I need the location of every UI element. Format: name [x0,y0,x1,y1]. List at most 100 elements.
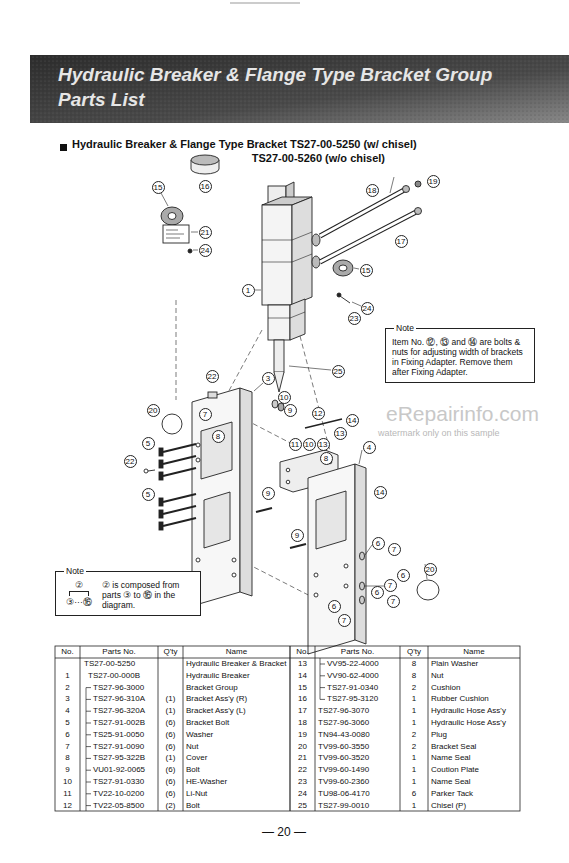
table-cell: 8 [65,754,69,762]
part-number: TS27-95-3120 [327,695,378,703]
part-name: Parker Tack [431,790,473,798]
table-cell: 2 [412,743,416,751]
part-number: TV22-10-0200 [93,790,144,798]
note-box: ②③···⑯② is composed from parts ③ to ⑯ in… [55,571,201,616]
table-cell: 19 [298,731,307,739]
callout-number: 10 [303,438,316,451]
table-cell: (6) [166,790,176,798]
table-cell: 1 [412,802,416,810]
table-cell: 17 [298,707,307,715]
callout-number: 18 [366,184,379,197]
callout-number: 9 [262,487,275,500]
note-text: ③···⑯ [66,597,92,607]
table-header: Q'ty [407,648,421,656]
part-name: Li-Nut [186,790,207,798]
table-cell: 8 [412,672,416,680]
callout-number: 15 [152,181,165,194]
table-cell: 20 [298,743,307,751]
callout-number: 7 [199,408,212,421]
callout-number: 5 [142,437,155,450]
part-number: VV95-22-4000 [327,660,379,668]
callout-number: 19 [427,175,440,188]
part-number: TV22-05-8500 [93,802,144,810]
callout-number: 24 [361,302,374,315]
table-cell: (1) [166,695,176,703]
part-number: TV99-60-1490 [318,766,369,774]
callout-number: 15 [360,264,373,277]
callout-number: 10 [278,391,291,404]
callout-number: 23 [348,312,361,325]
part-name: Cover [186,754,207,762]
table-cell: (6) [166,743,176,751]
part-number: TS25-91-0050 [93,731,144,739]
part-number: TS27-96-3060 [318,719,369,727]
callout-number: 6 [397,569,410,582]
part-name: Bracket Group [186,684,238,692]
parts-table-grid [55,646,520,811]
table-cell: (6) [166,778,176,786]
callout-number: 3 [262,372,275,385]
callout-number: 7 [384,579,397,592]
callout-number: 25 [332,365,345,378]
heading: TS27-00-5260 (w/o chisel) [252,153,385,164]
page-title: Hydraulic Breaker & Flange Type Bracket … [58,62,538,112]
table-header: No. [296,648,308,656]
part-name: Bolt [186,766,200,774]
part-number: TS27-95-322B [93,754,145,762]
table-cell: 1 [412,754,416,762]
callout-number: 14 [346,414,359,427]
part-name: Cushion [431,684,460,692]
table-cell: 1 [65,672,69,680]
table-cell: 1 [412,707,416,715]
part-name: Hydraulic Breaker [186,672,250,680]
part-name: Hydraulic Hose Ass'y [431,707,506,715]
table-cell: 13 [298,660,307,668]
callout-number: 4 [363,441,376,454]
callout-number: 20 [424,563,437,576]
callout-number: 7 [338,614,351,627]
part-number: TS27-99-0010 [318,802,369,810]
table-cell: 1 [412,719,416,727]
callout-number: 1 [242,284,255,297]
table-cell: 14 [298,672,307,680]
table-header: Parts No. [102,648,135,656]
part-number: TV99-60-2360 [318,778,369,786]
callout-number: 7 [388,543,401,556]
note-heading: Note [394,323,416,333]
callout-number: 6 [372,537,385,550]
note-heading: Note [64,566,86,576]
part-number: TS27-91-0340 [327,684,378,692]
part-name: Washer [186,731,213,739]
table-cell: 1 [412,778,416,786]
callout-number: 8 [320,452,333,465]
part-number: TN94-43-0080 [318,731,370,739]
table-cell: 3 [65,695,69,703]
table-cell: 2 [65,684,69,692]
table-header: Q'ty [164,648,178,656]
part-number: TS27-91-0330 [93,778,144,786]
table-cell: 1 [412,766,416,774]
table-cell: 9 [65,766,69,774]
table-cell: (6) [166,766,176,774]
table-cell: 1 [412,695,416,703]
callout-number: 16 [199,180,212,193]
callout-number: 9 [284,404,297,417]
callout-number: 24 [199,244,212,257]
part-name: Plain Washer [431,660,478,668]
part-number: TS27-00-5250 [84,660,135,668]
table-cell: 16 [298,695,307,703]
table-cell: (6) [166,719,176,727]
part-name: Bracket Bolt [186,719,229,727]
table-cell: (6) [166,731,176,739]
table-cell: 21 [298,754,307,762]
table-cell: (2) [166,802,176,810]
table-cell: 11 [63,790,71,798]
bullet-square [60,144,67,151]
callout-number: 14 [374,486,387,499]
part-name: HE-Washer [186,778,227,786]
callout-number: 6 [371,586,384,599]
part-number: TS27-96-310A [93,695,145,703]
part-name: Name Seal [431,778,471,786]
part-number: TS27-00-000B [88,672,140,680]
part-number: TS27-91-002B [93,719,145,727]
